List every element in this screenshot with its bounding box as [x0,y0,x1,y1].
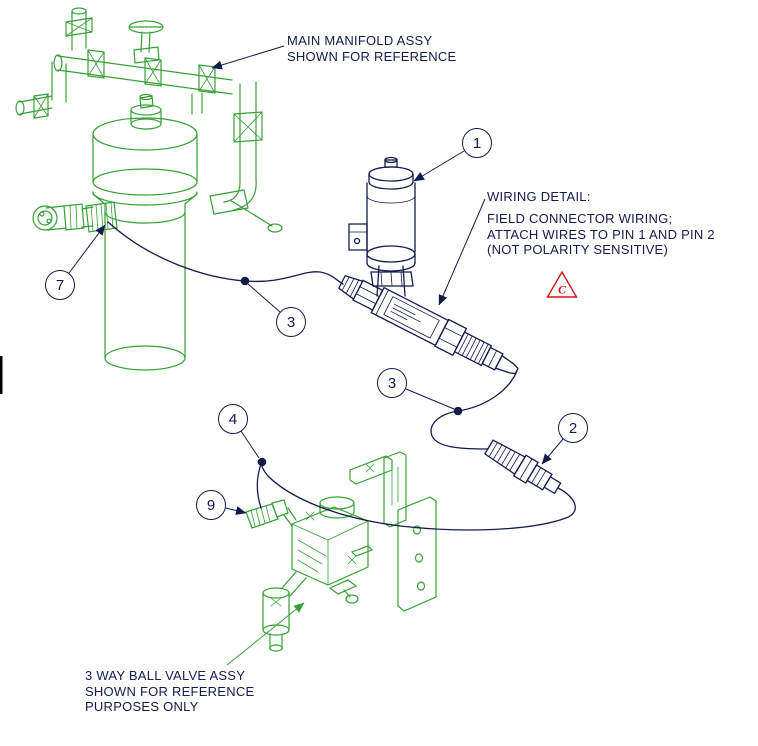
leader-callout-4 [240,430,260,459]
leader-callout-2 [541,438,564,465]
cable-solenoid-to-connector [430,370,518,450]
wiring-body-line-3: (NOT POLARITY SENSITIVE) [487,242,669,257]
ball-valve-note: 3 WAY BALL VALVE ASSY SHOWN FOR REFERENC… [85,668,254,715]
hose-barb-fitting-item7 [85,201,118,233]
ball-valve-note-line-1: 3 WAY BALL VALVE ASSY [85,668,246,683]
cables [107,221,576,531]
callout-4-label: 4 [228,410,238,428]
wiring-detail-body: FIELD CONNECTOR WIRING; ATTACH WIRES TO … [487,211,715,258]
ball-valve-note-line-2: SHOWN FOR REFERENCE [85,683,255,699]
callout-7: 7 [45,270,75,300]
callout-3-lower: 3 [377,368,407,398]
page-edge-mark [0,356,3,394]
callout-3-upper-label: 3 [286,313,296,331]
callout-9-label: 9 [206,496,216,514]
warning-triangle: C [546,270,578,298]
manifold-reference-note: MAIN MANIFOLD ASSY SHOWN FOR REFERENCE [287,33,456,64]
callout-2: 2 [558,413,588,443]
callout-4: 4 [218,404,248,434]
callout-3-lower-label: 3 [387,374,397,392]
ball-valve-note-line-3: PURPOSES ONLY [85,699,199,714]
junction-dot-3-lower [453,406,463,416]
leader-manifold-note [211,45,285,70]
callout-1-label: 1 [472,134,482,152]
leader-wiring-note [438,198,486,306]
callout-9: 9 [196,490,226,520]
ball-valve-barb-fitting-item9 [245,499,297,529]
leader-ball-valve-note [226,602,305,666]
callout-1: 1 [462,128,492,158]
manifold-note-line-1: MAIN MANIFOLD ASSY [287,33,433,48]
wiring-body-line-1: FIELD CONNECTOR WIRING; [487,211,673,226]
wiring-body-line-2: ATTACH WIRES TO PIN 1 AND PIN 2 [487,226,715,242]
inline-valve-body-drawing [338,275,519,375]
wiring-detail-title: WIRING DETAIL: [487,189,591,204]
junction-dot-3-upper [240,276,250,286]
callout-3-upper: 3 [276,307,306,337]
leader-callout-1 [413,150,465,182]
cable-connector-to-junction [261,461,576,531]
field-connector-drawing [484,439,562,495]
callout-2-label: 2 [568,419,578,437]
junction-dot-4 [257,457,267,467]
cable-manifold-to-solenoid [107,221,344,285]
warning-triangle-icon [546,270,578,298]
cable-junction-to-ball-valve [256,461,263,509]
leader-callout-3-lower [405,388,455,410]
leader-lines [68,45,564,666]
warning-letter: C [558,283,567,297]
main-manifold-assembly-drawing [15,7,283,233]
leader-callout-3-upper [247,283,281,313]
filter-canister-drawing [32,93,198,371]
solenoid-valve-drawing [348,156,416,297]
callout-7-label: 7 [55,276,65,294]
ball-valve-assembly-drawing [245,451,437,652]
leader-callout-7 [68,224,106,274]
leader-callout-9 [225,506,247,515]
manifold-note-line-2: SHOWN FOR REFERENCE [287,48,457,64]
